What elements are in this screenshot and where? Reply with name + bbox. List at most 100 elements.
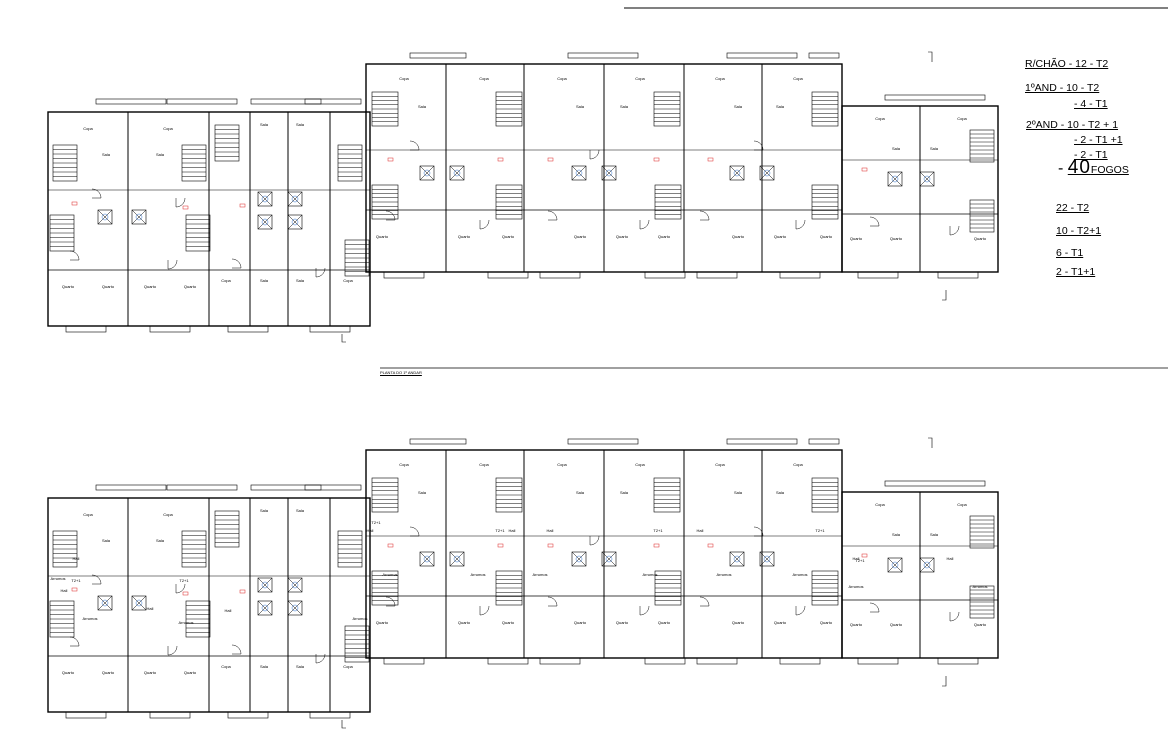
fixture — [887, 171, 903, 187]
room-label-type: T2+1 — [653, 528, 663, 533]
room-label: Quarto — [102, 284, 115, 289]
room-label: Quarto — [616, 234, 629, 239]
basin — [923, 175, 931, 183]
room-label: Copa — [635, 462, 645, 467]
basin — [891, 561, 899, 569]
room-label: Copa — [163, 126, 173, 131]
plan-title: PLANTA DO 1º ANDAR — [380, 370, 422, 375]
fixture — [97, 209, 113, 225]
fixture — [571, 551, 587, 567]
room-label-storage: Arrumos — [352, 616, 367, 621]
bathroom — [887, 557, 903, 573]
room-label: Quarto — [574, 234, 587, 239]
bathroom — [97, 209, 113, 225]
basin — [135, 213, 143, 221]
ref-mark — [71, 587, 78, 592]
basin — [763, 169, 771, 177]
room-label: Copa — [635, 76, 645, 81]
balcony — [149, 325, 191, 333]
door-swing — [589, 535, 600, 546]
balcony — [149, 711, 191, 719]
room-label: Copa — [221, 278, 231, 283]
room-label: Sala — [620, 490, 629, 495]
balcony — [779, 657, 821, 665]
room-label: Sala — [102, 538, 111, 543]
door-swing — [175, 583, 186, 594]
fixture — [759, 165, 775, 181]
ref-mark — [239, 203, 246, 208]
fixture — [919, 557, 935, 573]
legend-total-number: 40 — [1067, 157, 1091, 178]
room-label: Sala — [776, 104, 785, 109]
basin — [763, 555, 771, 563]
door-swing — [699, 210, 710, 221]
balcony — [166, 98, 238, 105]
room-label-storage: Arrumos — [716, 572, 731, 577]
bathroom — [257, 191, 273, 207]
room-label: Sala — [734, 104, 743, 109]
bathroom — [449, 165, 465, 181]
fixture — [287, 600, 303, 616]
door-swing — [547, 210, 558, 221]
room-label: Sala — [296, 122, 305, 127]
door-swing — [869, 216, 880, 227]
door-swing — [479, 219, 490, 230]
room-label: Sala — [296, 508, 305, 513]
ref-mark — [497, 157, 504, 162]
ref-mark — [71, 201, 78, 206]
room-label: Copa — [793, 76, 803, 81]
room-label-storage: Arrumos — [382, 572, 397, 577]
room-label: Quarto — [974, 622, 987, 627]
bathroom — [919, 557, 935, 573]
balcony — [857, 271, 899, 279]
basin — [733, 169, 741, 177]
room-label: Quarto — [376, 234, 389, 239]
room-label: Sala — [260, 664, 269, 669]
basin — [605, 169, 613, 177]
room-label: Sala — [260, 278, 269, 283]
room-label: Copa — [83, 126, 93, 131]
ref-mark — [547, 543, 554, 548]
room-label: Quarto — [732, 234, 745, 239]
room-label-storage: Arrumos — [82, 616, 97, 621]
basin — [261, 218, 269, 226]
bathroom — [257, 214, 273, 230]
door-swing — [231, 644, 242, 655]
door-swing — [91, 188, 102, 199]
door-swing — [589, 149, 600, 160]
door-swing — [231, 258, 242, 269]
room-label: Quarto — [616, 620, 629, 625]
room-label: Quarto — [732, 620, 745, 625]
bathroom — [257, 577, 273, 593]
balcony — [857, 657, 899, 665]
balcony — [487, 657, 529, 665]
legend-summary-2: 10 - T2+1 — [1056, 225, 1102, 237]
room-label: Sala — [296, 664, 305, 669]
basin — [261, 581, 269, 589]
room-label-type: T2+1 — [371, 520, 381, 525]
legend-summary-1: 22 - T2 — [1056, 202, 1090, 214]
room-label: Quarto — [502, 234, 515, 239]
bathroom — [449, 551, 465, 567]
room-label: Quarto — [184, 670, 197, 675]
section-mark — [341, 334, 346, 343]
room-label: Copa — [83, 512, 93, 517]
fixture — [601, 165, 617, 181]
room-label: Quarto — [184, 284, 197, 289]
balcony — [487, 271, 529, 279]
door-swing — [639, 219, 650, 230]
door-swing — [385, 210, 396, 221]
door-swing — [91, 574, 102, 585]
room-label: Copa — [715, 462, 725, 467]
ref-mark — [707, 157, 714, 162]
room-label: Sala — [296, 278, 305, 283]
room-label: Copa — [479, 462, 489, 467]
door-swing — [315, 267, 326, 278]
fixture — [449, 551, 465, 567]
fixture — [131, 595, 147, 611]
room-label: Quarto — [774, 620, 787, 625]
fixture — [287, 577, 303, 593]
balcony — [166, 484, 238, 491]
bathroom — [571, 165, 587, 181]
